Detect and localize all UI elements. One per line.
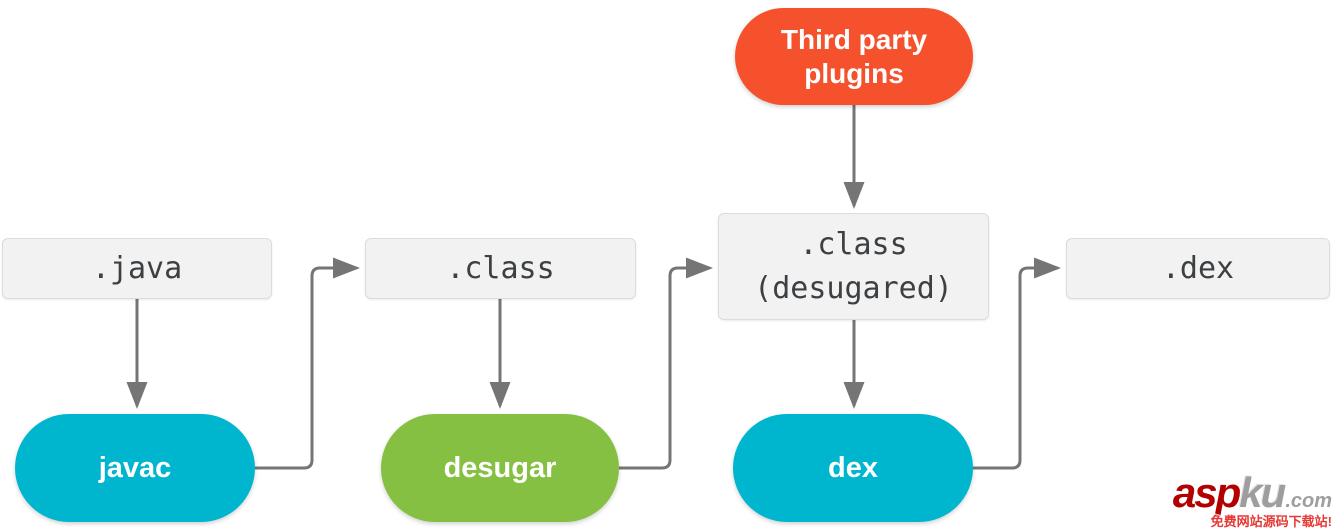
node-label: .dex [1161, 250, 1235, 286]
node-dex-file: .dex [1066, 238, 1330, 299]
brand-text-asp: asp [1172, 469, 1241, 516]
node-java-file: .java [2, 238, 272, 299]
node-label: desugar [443, 451, 557, 484]
node-label: .class [446, 250, 555, 286]
node-label: plugins [804, 57, 904, 89]
node-label: Third party [780, 23, 928, 55]
arrow-javac-to-class [255, 257, 360, 470]
node-class-file: .class [365, 238, 636, 299]
watermark-tagline: 免费网站源码下载站! [1210, 514, 1332, 528]
brand-text-ku: ku [1239, 469, 1286, 516]
node-label: dex [828, 451, 878, 484]
brand-text-com: .com [1285, 490, 1332, 512]
node-dex-tool: dex [733, 414, 973, 522]
node-label: javac [98, 451, 172, 484]
node-label: .java [91, 250, 183, 286]
node-label: (desugared) [754, 270, 953, 306]
node-label: .class [799, 226, 908, 262]
node-class-desugared-file: .class (desugared) [718, 213, 989, 320]
node-javac-tool: javac [15, 414, 255, 522]
node-third-party-plugins: Third party plugins [735, 8, 973, 105]
node-desugar-tool: desugar [381, 414, 619, 522]
